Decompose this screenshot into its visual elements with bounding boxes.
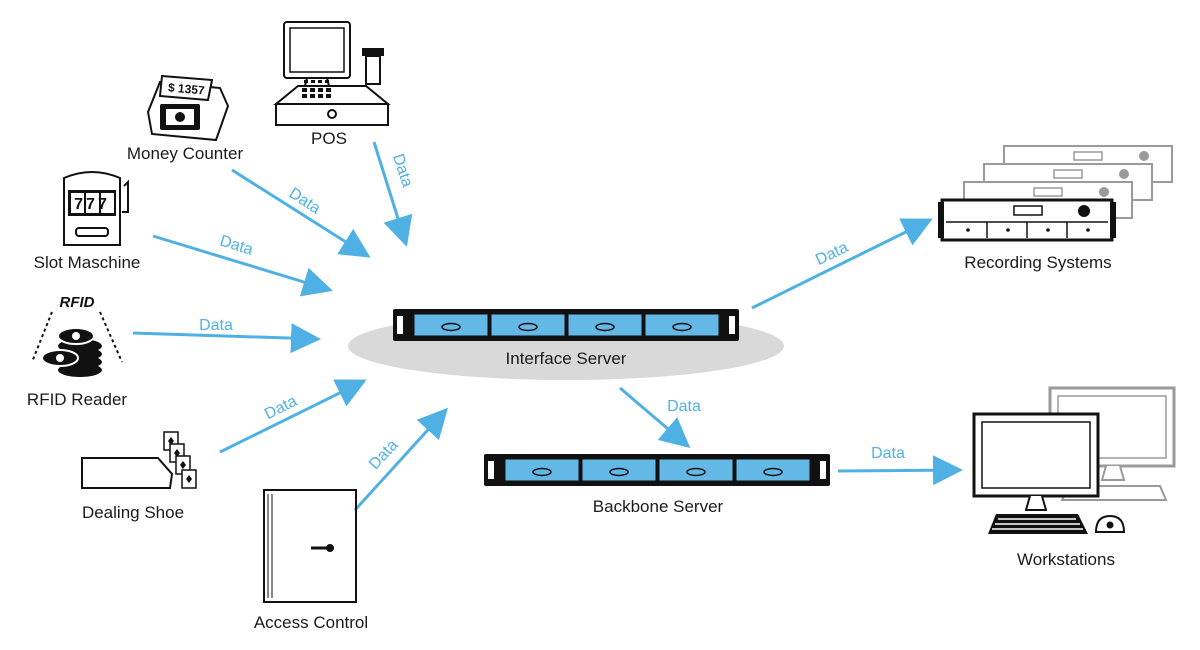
pos-terminal-icon — [273, 21, 391, 126]
dealing-shoe-label: Dealing Shoe — [82, 503, 184, 522]
rfid-reader-label: RFID Reader — [27, 390, 127, 409]
pos-label: POS — [311, 129, 347, 148]
backbone-server-label: Backbone Server — [593, 497, 724, 516]
workstations-icon — [972, 386, 1176, 534]
arrow-slot-machine — [152, 234, 333, 297]
arrow-workstations — [837, 455, 963, 486]
interface-server-rack-icon — [393, 309, 739, 341]
edge-label-pos: Data — [389, 152, 416, 189]
edge-label-recording-systems: Data — [813, 239, 851, 269]
edge-label-dealing-shoe: Data — [262, 393, 300, 424]
money-counter-icon: $ 1357 — [146, 74, 230, 142]
arrow-rfid-reader — [132, 323, 321, 354]
edge-label-rfid-reader: Data — [199, 317, 233, 334]
dealing-shoe-icon — [81, 431, 197, 489]
edge-label-workstations: Data — [871, 445, 905, 462]
workstations-label: Workstations — [1017, 550, 1115, 569]
backbone-server-rack-icon — [484, 454, 830, 486]
arrow-money-counter — [231, 168, 371, 258]
arrow-access-control — [353, 407, 449, 512]
money-counter-label: Money Counter — [127, 144, 244, 163]
arrow-dealing-shoe — [219, 379, 367, 454]
access-control-door-icon — [263, 489, 357, 603]
rfid-reader-icon: RFID — [31, 294, 123, 377]
money-counter-display: $ 1357 — [167, 80, 205, 97]
edge-label-access-control: Data — [366, 437, 402, 473]
edge-label-slot-machine: Data — [218, 233, 255, 259]
edge-label-backbone-server: Data — [667, 398, 701, 415]
arrow-recording-systems — [751, 218, 933, 310]
arrow-backbone-server — [619, 386, 691, 448]
recording-systems-icon — [938, 145, 1173, 242]
slot-machine-icon: 777 — [63, 171, 129, 246]
interface-server-label: Interface Server — [506, 349, 627, 368]
rfid-tag-label: RFID — [60, 294, 95, 311]
slot-reels: 777 — [74, 196, 110, 213]
recording-systems-label: Recording Systems — [964, 253, 1111, 272]
edge-label-money-counter: Data — [286, 185, 324, 218]
slot-machine-label: Slot Maschine — [34, 253, 141, 272]
access-control-label: Access Control — [254, 613, 368, 632]
arrow-pos — [372, 141, 413, 247]
